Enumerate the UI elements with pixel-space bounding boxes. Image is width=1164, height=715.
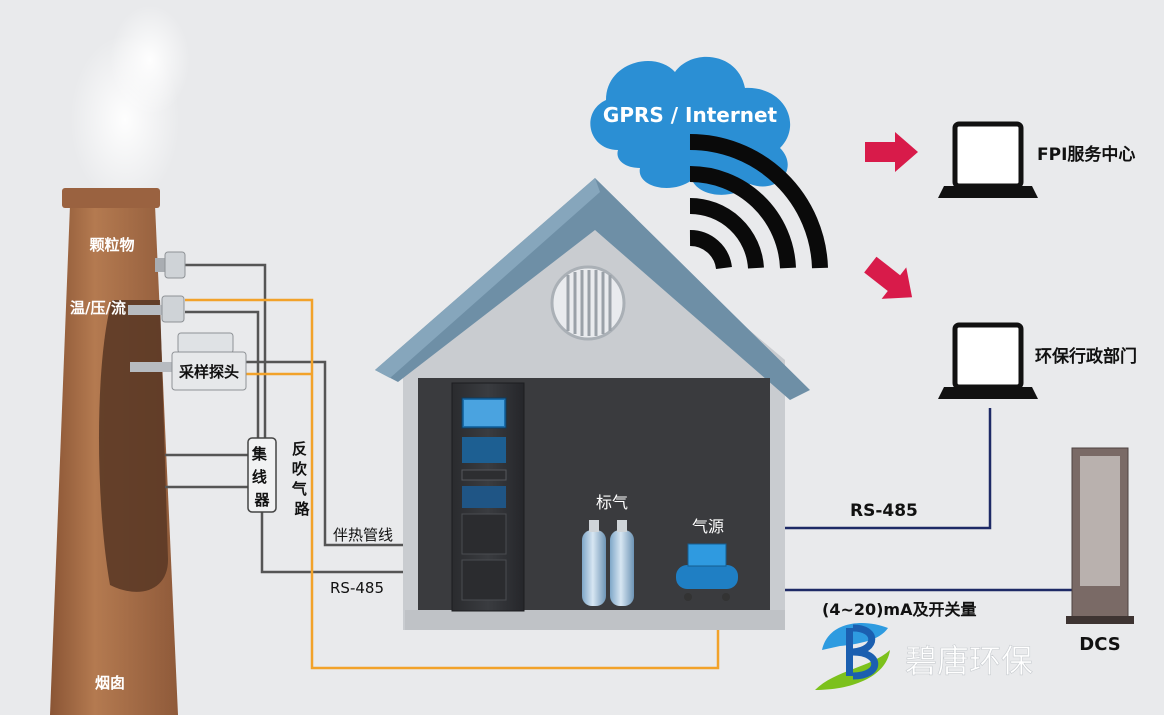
junction-box — [247, 437, 277, 513]
junction-char-1: 集 — [251, 445, 268, 463]
junction-char-3: 器 — [253, 491, 270, 509]
arrow-right-icon — [865, 132, 918, 172]
rs485-outer-label: RS-485 — [850, 501, 918, 521]
cloud-label: GPRS / Internet — [603, 103, 778, 127]
rs485-inner-label: RS-485 — [330, 579, 384, 597]
particulate-probe — [155, 251, 186, 279]
backflush-char-4: 路 — [294, 500, 310, 518]
analyzer-cabinet-icon — [451, 382, 525, 612]
laptop-icon — [938, 322, 1038, 399]
arrow-down-right-icon — [864, 256, 913, 299]
epa-department-label: 环保行政部门 — [1035, 346, 1137, 367]
gray-wiring — [165, 263, 452, 574]
junction-char-2: 线 — [252, 468, 267, 486]
navy-lines — [770, 408, 1075, 592]
analog-signal-label: (4~20)mA及开关量 — [822, 600, 977, 619]
air-source-label: 气源 — [692, 517, 724, 536]
orange-lines — [185, 298, 720, 670]
backflush-char-3: 气 — [291, 480, 307, 498]
sampling-probe — [130, 332, 247, 391]
brand-name: 碧唐环保 — [905, 642, 1033, 680]
backflush-char-2: 吹 — [292, 460, 308, 478]
air-compressor-icon — [676, 543, 738, 601]
heated-line-label: 伴热管线 — [333, 526, 393, 544]
fpi-center-label: FPI服务中心 — [1037, 144, 1135, 165]
wifi-icon — [689, 134, 828, 270]
particulate-label: 颗粒物 — [89, 236, 134, 254]
smoke — [70, 5, 190, 205]
gas-cylinder-icon — [582, 520, 634, 606]
laptop-icon — [938, 121, 1038, 198]
standard-gas-label: 标气 — [596, 493, 628, 512]
chimney-label: 烟囱 — [95, 674, 125, 692]
junction-box-label: 集 线 器 — [251, 445, 272, 509]
backflush-char-1: 反 — [292, 440, 307, 458]
dcs-label: DCS — [1079, 634, 1120, 655]
chimney — [50, 188, 178, 715]
vent-icon — [550, 265, 626, 341]
tpf-probe — [128, 295, 185, 323]
server-tower-icon — [1066, 447, 1134, 624]
brand-logo — [815, 623, 890, 690]
backflush-line-label: 反 吹 气 路 — [291, 440, 312, 518]
tpf-label: 温/压/流 — [70, 299, 126, 317]
sampling-probe-label: 采样探头 — [178, 363, 239, 381]
